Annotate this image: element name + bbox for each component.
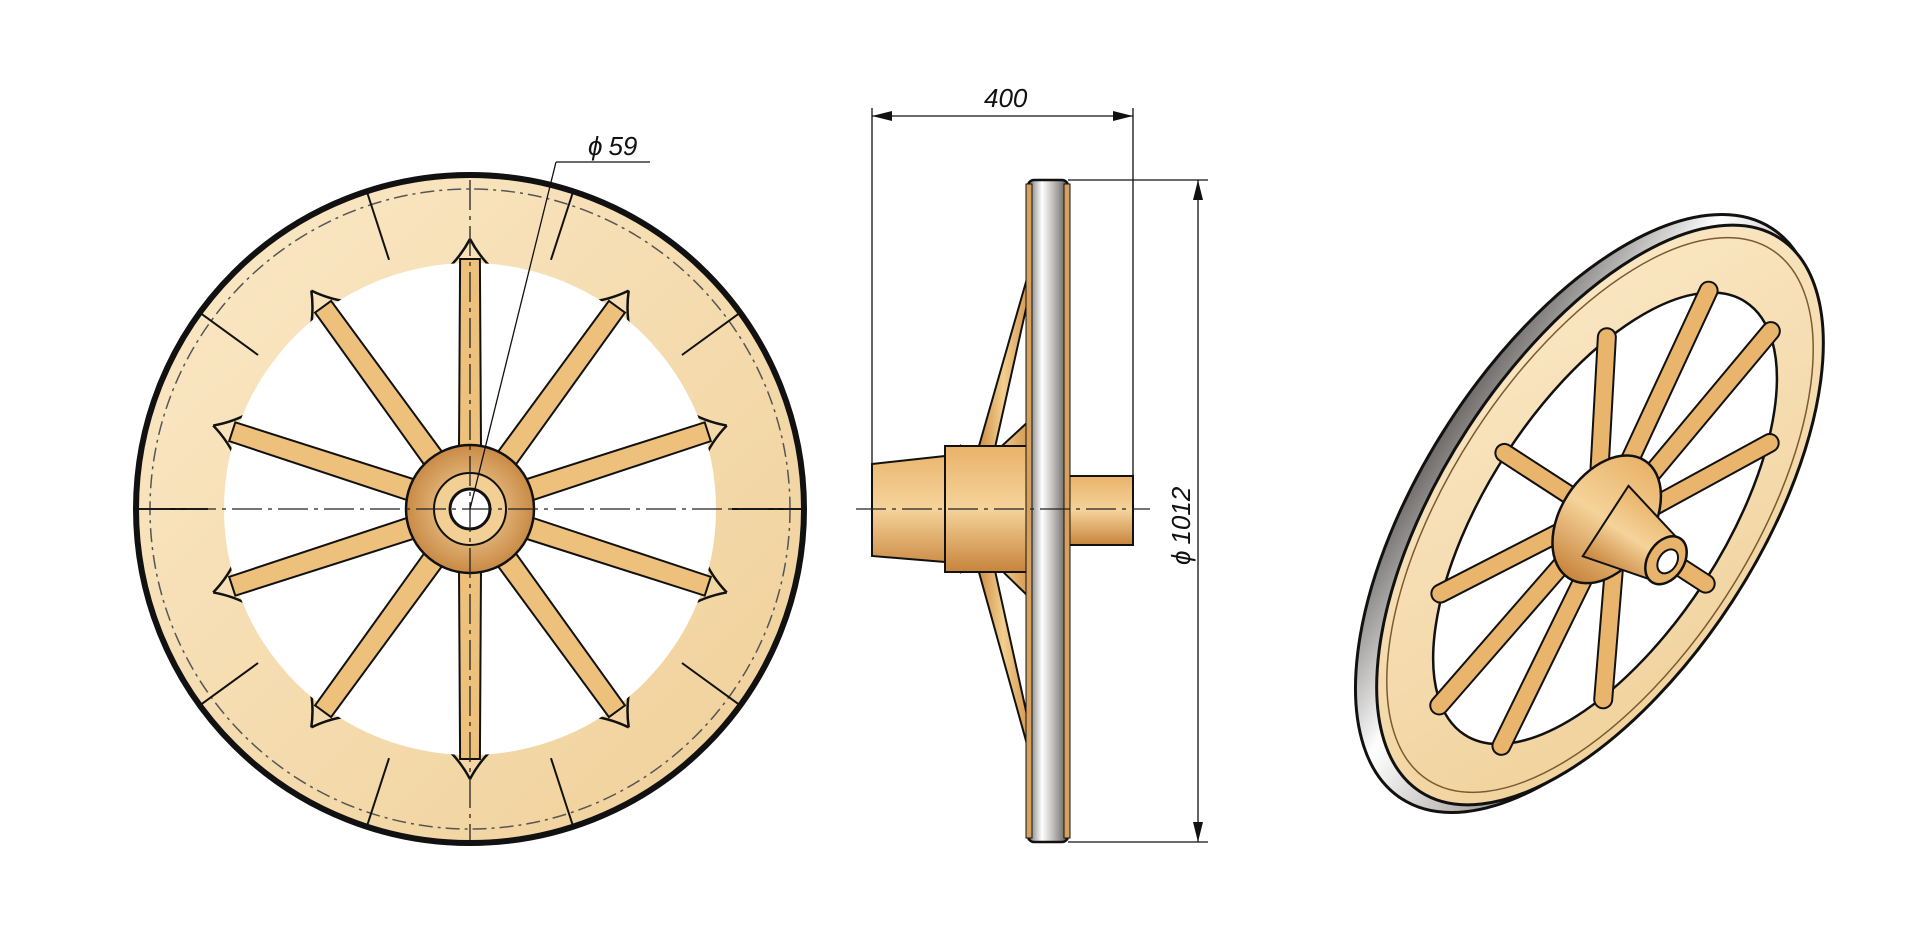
front-felloe-joint — [681, 662, 740, 705]
side-hub-nave-right — [1067, 475, 1134, 546]
front-felloe-joint — [366, 757, 390, 826]
diameter-arrow-top — [1193, 180, 1203, 200]
iso-rim-inner-edge — [1386, 236, 1814, 794]
iso-spoke — [1493, 567, 1593, 754]
front-felloe-joint — [200, 662, 259, 705]
front-felloe-joint — [550, 757, 574, 826]
width-dimension-label: 400 — [984, 83, 1028, 113]
front-felloe-joint — [681, 313, 740, 356]
iso-spoke — [1432, 524, 1568, 602]
iso-spoke — [1641, 323, 1779, 485]
iso-spokes — [1429, 280, 1781, 756]
side-rim-wood-edge-right — [1063, 183, 1071, 839]
iso-spoke — [1645, 434, 1778, 515]
side-rim-wood-edge — [1025, 183, 1033, 839]
width-arrow-right — [1113, 111, 1133, 121]
front-felloe-joint — [200, 313, 259, 356]
bore-leader-line — [469, 161, 557, 510]
side-view: 400 ϕ1012 — [856, 83, 1208, 844]
width-arrow-left — [872, 111, 892, 121]
isometric-view — [1353, 213, 1825, 814]
iso-spoke — [1496, 444, 1582, 506]
diameter-dimension-label: ϕ1012 — [1166, 486, 1196, 565]
diameter-arrow-bottom — [1193, 822, 1203, 842]
iso-spoke — [1595, 559, 1623, 708]
front-felloe-joint — [550, 192, 574, 261]
front-spokes — [227, 258, 713, 760]
iso-hub-bore — [1656, 548, 1680, 575]
front-felloe-joint — [366, 192, 390, 261]
iso-spoke — [1620, 282, 1717, 472]
iso-spoke — [1431, 554, 1573, 714]
side-iron-tire — [1026, 178, 1070, 844]
iso-spoke — [1591, 329, 1615, 480]
